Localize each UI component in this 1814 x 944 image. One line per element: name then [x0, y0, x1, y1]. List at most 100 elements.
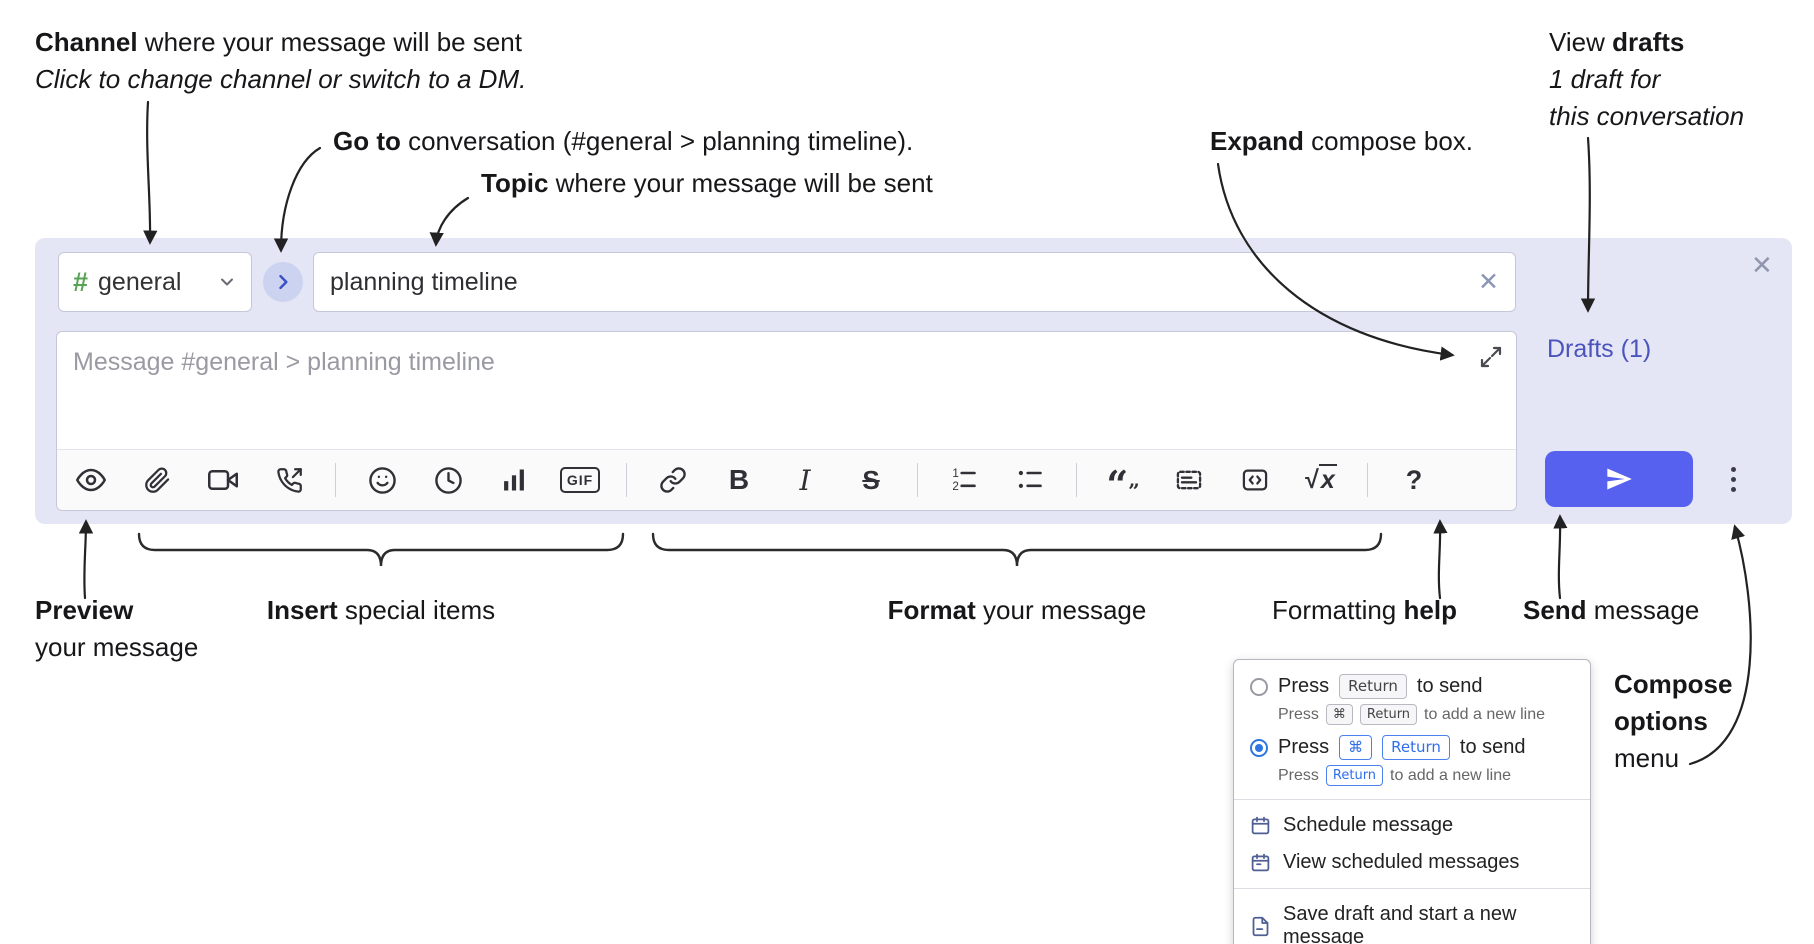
message-formatting-help-button[interactable]: ? — [1394, 457, 1434, 503]
attach-file-button[interactable] — [137, 457, 177, 503]
gif-button[interactable]: GIF — [559, 457, 601, 503]
paper-plane-icon — [1607, 468, 1632, 490]
bold-icon: B — [728, 464, 750, 495]
note-goto: Go to conversation (#general > planning … — [333, 126, 914, 156]
quote-icon: “” — [1106, 462, 1140, 507]
quote-button[interactable]: “” — [1103, 457, 1143, 507]
radio-unselected-icon — [1250, 677, 1268, 696]
toolbar-separator — [626, 463, 627, 497]
menu-item-view-scheduled-messages[interactable]: View scheduled messages — [1234, 844, 1590, 881]
option-enter-to-send-hint: Press ⌘ Return to add a new line — [1234, 703, 1590, 731]
question-mark-icon: ? — [1405, 464, 1423, 495]
arrow-formatting-help — [1433, 519, 1448, 600]
note-topic: Topic where your message will be sent — [481, 168, 933, 198]
spoiler-icon — [1176, 470, 1202, 490]
chevron-down-icon — [217, 272, 237, 292]
toolbar-separator — [917, 463, 918, 497]
preview-button[interactable] — [71, 457, 111, 503]
message-input[interactable] — [57, 332, 1516, 450]
bulleted-list-icon — [1018, 470, 1042, 488]
menu-divider — [1234, 799, 1590, 800]
audio-call-button[interactable] — [269, 457, 309, 503]
emoji-button[interactable] — [362, 457, 402, 503]
return-key: Return — [1339, 674, 1407, 699]
note-send: Send message — [1523, 595, 1700, 625]
menu-item-schedule-message[interactable]: Schedule message — [1234, 807, 1590, 844]
option-enter-to-send[interactable]: Press Return to send — [1234, 670, 1590, 703]
send-button[interactable] — [1545, 451, 1693, 507]
draft-icon — [1250, 916, 1271, 937]
arrow-preview — [78, 519, 94, 600]
note-expand: Expand compose box. — [1210, 126, 1474, 156]
menu-divider — [1234, 888, 1590, 889]
topic-input[interactable] — [314, 253, 1515, 311]
calendar-icon — [1250, 852, 1271, 873]
note-compose-options: Compose options menu — [1614, 669, 1733, 773]
arrow-goto — [273, 146, 322, 253]
note-insert: Insert special items — [266, 595, 496, 625]
bulleted-list-button[interactable] — [1010, 457, 1050, 503]
note-channel: Channel where your message will be sent … — [35, 27, 527, 94]
note-drafts: View drafts 1 draft for this conversatio… — [1549, 27, 1745, 131]
calendar-icon — [1250, 815, 1271, 836]
italic-button[interactable]: I — [785, 457, 825, 503]
ellipsis-dot — [1730, 466, 1736, 472]
arrow-send — [1553, 514, 1568, 600]
return-key: Return — [1382, 735, 1450, 760]
spoiler-button[interactable] — [1169, 457, 1209, 503]
bold-button[interactable]: B — [719, 457, 759, 503]
italic-icon: I — [799, 463, 811, 497]
eye-icon — [76, 468, 106, 492]
time-button[interactable] — [428, 457, 468, 503]
phone-call-icon — [276, 467, 302, 493]
return-key: Return — [1359, 704, 1418, 725]
video-call-button[interactable] — [203, 457, 243, 503]
strikethrough-button[interactable]: S — [851, 457, 891, 503]
svg-text:2: 2 — [952, 480, 958, 493]
toolbar-separator — [1367, 463, 1368, 497]
numbered-list-icon: 12 — [952, 467, 976, 493]
note-format: Format your message — [887, 595, 1147, 625]
math-button[interactable]: √x — [1301, 457, 1341, 503]
svg-text:1: 1 — [952, 467, 958, 480]
close-compose-icon[interactable]: ✕ — [1751, 250, 1773, 280]
cmd-key: ⌘ — [1325, 704, 1353, 725]
go-to-conversation-button[interactable] — [263, 262, 303, 302]
note-preview: Preview your message — [35, 595, 199, 662]
channel-hash-icon: # — [73, 266, 89, 297]
video-camera-icon — [208, 470, 238, 490]
ellipsis-dot — [1730, 476, 1736, 482]
channel-selector[interactable]: # general — [58, 252, 252, 312]
brace-format — [651, 532, 1383, 567]
channel-name: general — [98, 267, 182, 296]
paperclip-icon — [144, 466, 169, 493]
toolbar-separator — [335, 463, 336, 497]
expand-compose-icon[interactable] — [1478, 344, 1504, 370]
note-formatting-help: Formatting help — [1272, 595, 1457, 625]
drafts-link[interactable]: Drafts (1) — [1547, 335, 1652, 363]
link-icon — [660, 467, 686, 493]
poll-button[interactable] — [494, 457, 534, 503]
clear-topic-icon[interactable]: ✕ — [1478, 268, 1499, 296]
option-cmd-enter-to-send[interactable]: Press ⌘ Return to send — [1234, 731, 1590, 764]
gif-icon: GIF — [559, 467, 601, 493]
topic-input-wrap: ✕ — [313, 252, 1516, 312]
code-button[interactable] — [1235, 457, 1275, 503]
brace-insert — [137, 532, 625, 567]
bar-chart-icon — [504, 469, 524, 491]
smiley-icon — [368, 466, 396, 494]
compose-options-button[interactable] — [1711, 451, 1755, 507]
menu-item-save-draft[interactable]: Save draft and start a new message — [1234, 896, 1590, 944]
cmd-key: ⌘ — [1339, 735, 1373, 760]
code-icon — [1242, 469, 1268, 491]
message-area: GIF B I S 12 — [56, 331, 1517, 511]
link-button[interactable] — [653, 457, 693, 503]
clock-icon — [434, 466, 462, 494]
radio-selected-icon — [1250, 738, 1268, 757]
toolbar-separator — [1076, 463, 1077, 497]
strikethrough-icon: S — [862, 464, 880, 495]
math-icon: √x — [1305, 463, 1337, 494]
